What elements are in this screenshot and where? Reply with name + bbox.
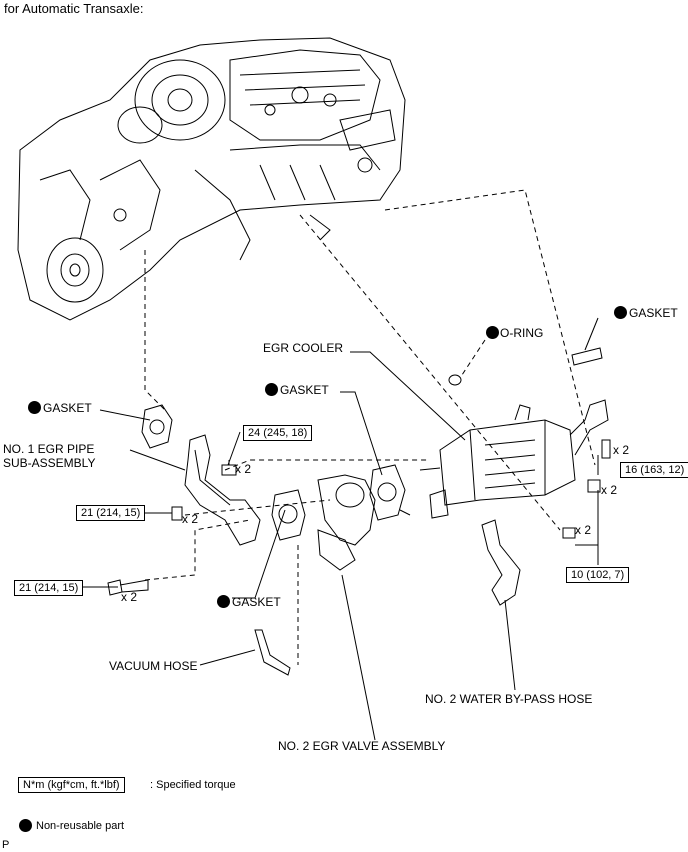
- label-gasket-center: GASKET: [280, 383, 329, 397]
- quantity-label: x 2: [575, 523, 592, 537]
- vacuum-hose-drawing: [254, 629, 291, 676]
- egr-pipe-drawing: [184, 434, 261, 546]
- torque-spec-24: 24 (245, 18): [243, 425, 313, 441]
- gasket-left-drawing: [141, 404, 173, 449]
- quantity-label: x 2: [235, 462, 252, 476]
- nonreusable-marker: [28, 401, 41, 414]
- label-gasket-top-right: GASKET: [629, 306, 678, 320]
- nonreusable-marker: [265, 383, 278, 396]
- label-egr-pipe-line1: NO. 1 EGR PIPE: [3, 442, 95, 456]
- torque-spec-16: 16 (163, 12): [620, 462, 688, 478]
- nonreusable-marker: [486, 326, 499, 339]
- torque-spec-10: 10 (102, 7): [566, 567, 630, 583]
- torque-spec-21-lower: 21 (214, 15): [14, 580, 84, 596]
- gasket-lower-drawing: [271, 489, 306, 541]
- alignment-lines: [144, 189, 596, 665]
- legend-nonreusable-marker: [19, 819, 32, 832]
- egr-cooler-drawing: [419, 399, 609, 519]
- legend-torque-box: N*m (kgf*cm, ft.*lbf): [18, 777, 125, 793]
- page-title: for Automatic Transaxle:: [4, 1, 144, 16]
- engine-block-drawing: [17, 37, 406, 321]
- label-egr-valve-assembly: NO. 2 EGR VALVE ASSEMBLY: [278, 739, 446, 753]
- quantity-label: x 2: [182, 512, 199, 526]
- nonreusable-marker: [614, 306, 627, 319]
- o-ring-drawing: [448, 374, 462, 386]
- quantity-label: x 2: [601, 483, 618, 497]
- label-egr-cooler: EGR COOLER: [263, 341, 344, 355]
- torque-spec-21-upper: 21 (214, 15): [76, 505, 146, 521]
- leader-lines: [78, 317, 599, 741]
- gasket-top-right-drawing: [571, 347, 603, 366]
- water-bypass-hose-drawing: [481, 519, 521, 606]
- label-gasket-lower: GASKET: [232, 595, 281, 609]
- label-o-ring: O-RING: [500, 326, 544, 340]
- nonreusable-marker: [217, 595, 230, 608]
- legend-torque-description: : Specified torque: [150, 779, 236, 791]
- label-vacuum-hose: VACUUM HOSE: [109, 659, 198, 673]
- egr-valve-drawing: [317, 474, 376, 571]
- legend-nonreusable-description: Non-reusable part: [36, 820, 125, 832]
- bolts-drawing: [107, 439, 611, 596]
- quantity-label: x 2: [121, 590, 138, 604]
- gasket-center-drawing: [369, 464, 411, 521]
- label-water-bypass-hose: NO. 2 WATER BY-PASS HOSE: [425, 692, 593, 706]
- figure-code: P: [2, 839, 10, 851]
- label-egr-pipe-line2: SUB-ASSEMBLY: [3, 456, 96, 470]
- quantity-label: x 2: [613, 443, 630, 457]
- label-gasket-left: GASKET: [43, 401, 92, 415]
